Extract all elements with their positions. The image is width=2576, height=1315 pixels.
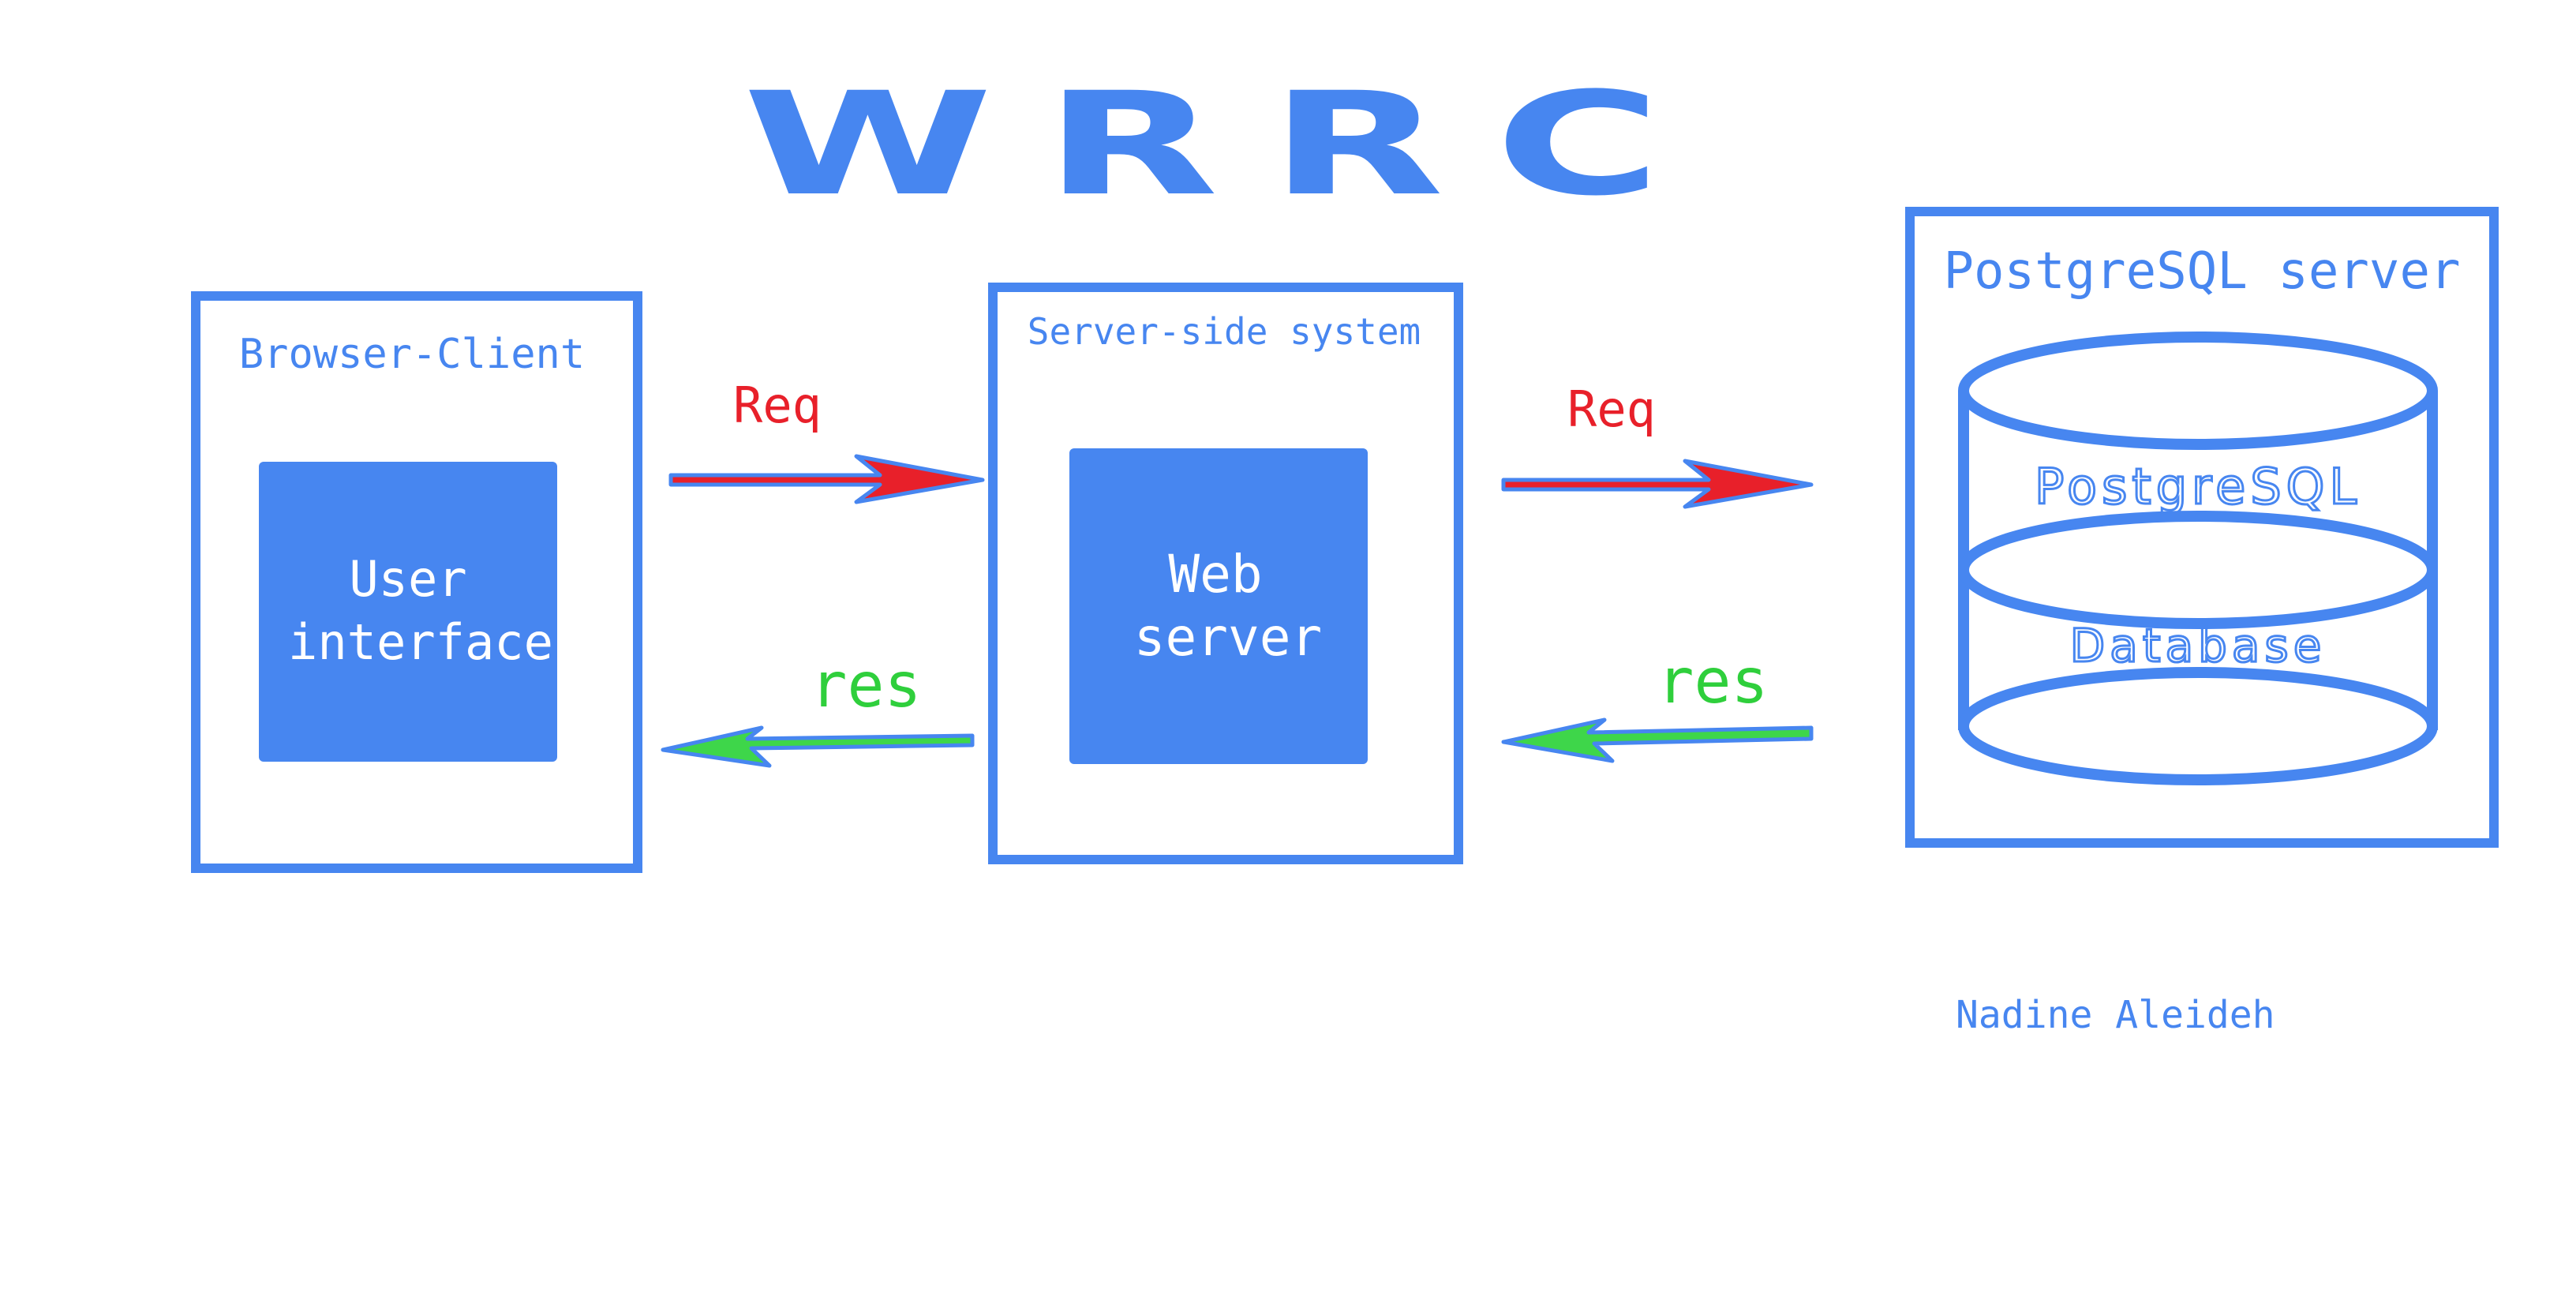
author-credit: Nadine Aleideh: [1956, 993, 2275, 1037]
browser-client-label: Browser-Client: [239, 331, 585, 378]
web-server-block: [1069, 448, 1368, 764]
server-side-box: Server-side system Web server: [988, 283, 1463, 864]
web-server-line1: Web: [1168, 544, 1262, 605]
req-arrow-left: [668, 454, 985, 504]
cylinder-label-postgresql: PostgreSQL: [2035, 458, 2361, 515]
postgresql-server-label: PostgreSQL server: [1943, 242, 2460, 301]
res-arrow-right: [1501, 717, 1814, 763]
res-label-left: res: [811, 650, 922, 721]
postgresql-server-box: PostgreSQL server PostgreSQL Database: [1905, 207, 2499, 848]
req-label-left: Req: [733, 377, 822, 434]
req-label-right: Req: [1567, 380, 1656, 438]
res-arrow-left: [661, 725, 975, 768]
diagram-title: WRRC: [743, 62, 1712, 227]
cylinder-label-database: Database: [2070, 619, 2327, 672]
req-arrow-right: [1501, 459, 1814, 509]
server-side-label: Server-side system: [1028, 310, 1421, 353]
user-interface-line2: interface: [288, 613, 553, 671]
database-cylinder-icon: [1958, 332, 2438, 785]
browser-client-box: Browser-Client User interface: [191, 291, 642, 873]
user-interface-line1: User: [349, 550, 466, 608]
res-label-right: res: [1657, 646, 1769, 717]
web-server-line2: server: [1134, 607, 1322, 668]
user-interface-block: [259, 462, 557, 762]
